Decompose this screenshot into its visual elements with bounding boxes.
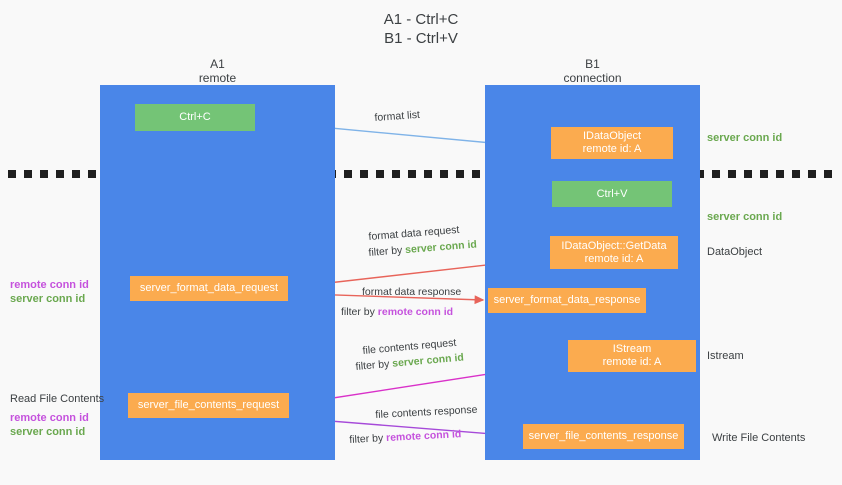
node-server-format-data-response[interactable]: server_format_data_response [488,288,646,313]
label-server-conn-id-second: server conn id [707,211,783,223]
label-read-file-contents: Read File Contents [10,393,105,405]
filter-prefix-1: filter by [368,244,406,259]
filter-prefix-2: filter by [341,306,378,318]
label-conn-ids-file: remote conn id server conn id [10,411,89,439]
lane-b1-header: B1 connection [563,57,622,85]
filter-prefix-4: filter by [349,432,387,446]
node-ctrl-c[interactable]: Ctrl+C [135,104,255,131]
lane-a1-header: A1 remote [198,57,237,85]
label-server-conn-id-2: server conn id [10,426,86,438]
label-remote-conn-id-2: remote conn id [10,412,89,424]
filter-value-4: remote conn id [385,428,462,445]
label-conn-ids-format: remote conn id server conn id [10,278,89,306]
flow-format-data-response-filter: filter by remote conn id [341,305,453,319]
node-istream[interactable]: IStream remote id: A [568,340,696,372]
filter-value-2: remote conn id [377,306,454,318]
flow-format-data-response: format data response [362,286,462,298]
label-server-conn-id-top: server conn id [707,132,783,144]
label-server-conn-id-1: server conn id [10,293,86,305]
label-dataobject: DataObject [707,246,763,258]
label-istream: Istream [707,350,744,362]
filter-prefix-3: filter by [355,357,393,373]
node-idataobject[interactable]: IDataObject remote id: A [551,127,673,159]
node-ctrl-v[interactable]: Ctrl+V [552,181,672,207]
node-server-format-data-request[interactable]: server_format_data_request [130,276,288,301]
label-remote-conn-id-1: remote conn id [10,279,89,291]
node-server-file-contents-response[interactable]: server_file_contents_response [523,424,684,449]
label-write-file-contents: Write File Contents [712,432,806,444]
page-title: A1 - Ctrl+C B1 - Ctrl+V [383,11,459,47]
node-server-file-contents-request[interactable]: server_file_contents_request [128,393,289,418]
node-idataobject-getdata[interactable]: IDataObject::GetData remote id: A [550,236,678,269]
